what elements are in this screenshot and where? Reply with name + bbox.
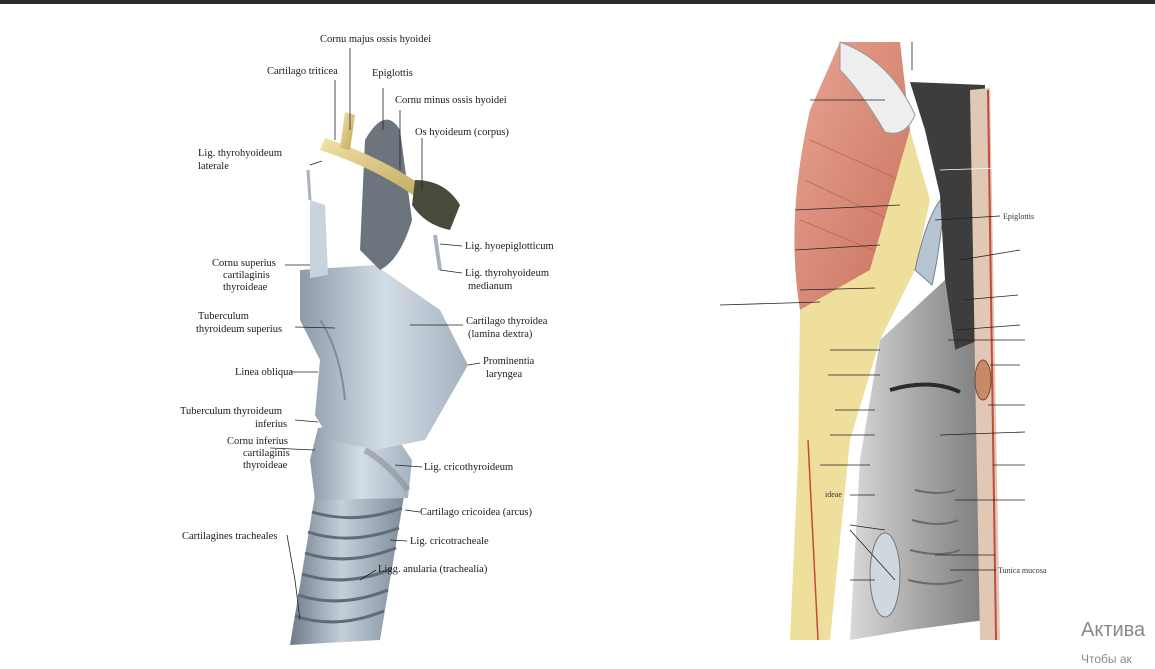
label-lig-thyrohyoideum-lateral-2: laterale	[198, 161, 229, 172]
label-cornu-majus: Cornu majus ossis hyoidei	[320, 34, 431, 45]
label-cornu-minus: Cornu minus ossis hyoidei	[395, 95, 507, 106]
label-tuberculum-inferius-2: inferius	[255, 419, 287, 430]
label-os-hyoideum: Os hyoideum (corpus)	[415, 127, 509, 138]
label-cornu-inferius: Cornu inferius	[227, 436, 288, 447]
label-cornu-inferius-3: thyroideae	[243, 460, 288, 471]
label-prominentia-2: laryngea	[486, 369, 522, 380]
top-dark-bar	[0, 0, 1155, 4]
label-prominentia: Prominentia	[483, 356, 535, 367]
epiglottis-shape	[360, 119, 412, 270]
tracheal-rings-interior	[907, 489, 963, 585]
lateral-ligament	[306, 169, 312, 201]
label-ideae: ideae	[825, 490, 842, 499]
label-lig-cricothyroideum: Lig. cricothyroideum	[424, 462, 513, 473]
thyroid-cartilage	[300, 200, 468, 450]
sagittal-leader-lines	[719, 42, 1026, 581]
label-lig-thyrohyoideum-medianum-2: medianum	[468, 281, 512, 292]
cartilage-section	[974, 359, 992, 401]
larynx-sagittal-svg: Epiglottis ideae Tunica mucosa	[719, 41, 1047, 641]
vessel-anterior	[807, 439, 819, 641]
label-lig-thyrohyoideum-lateral: Lig. thyrohyoideum	[198, 148, 282, 159]
label-lig-thyrohyoideum-medianum: Lig. thyrohyoideum	[465, 268, 549, 279]
label-tunica-mucosa: Tunica mucosa	[998, 566, 1047, 575]
label-lig-cricotracheale: Lig. cricotracheale	[410, 536, 489, 547]
hyoid-bone	[320, 112, 460, 230]
fat-tissue	[790, 130, 930, 640]
activation-watermark-subtitle: Чтобы ак	[1081, 652, 1132, 666]
label-lig-hyoepiglotticum: Lig. hyoepiglotticum	[465, 241, 554, 252]
label-epiglottis: Epiglottis	[372, 68, 413, 79]
label-epiglottis-right: Epiglottis	[1003, 212, 1034, 221]
label-cartilago-thyroidea-2: (lamina dextra)	[468, 329, 533, 340]
cricoid-section	[869, 532, 901, 618]
muscle-fibers	[799, 139, 901, 256]
label-ligg-anularia: Ligg. anularia (trachealia)	[378, 564, 488, 575]
median-ligament	[433, 234, 442, 271]
label-tuberculum-superius-2: thyroideum superius	[196, 324, 282, 335]
larynx-lateral-svg: Cornu majus ossis hyoidei Cartilago trit…	[180, 34, 554, 645]
larynx-labels: Cornu majus ossis hyoidei Cartilago trit…	[180, 34, 554, 575]
leader-lines	[269, 48, 481, 621]
hyoid-section	[839, 41, 916, 134]
label-cornu-superius: Cornu superius	[212, 258, 276, 269]
trachea	[290, 490, 405, 645]
label-cartilago-triticea: Cartilago triticea	[267, 66, 338, 77]
vocal-fold	[889, 382, 961, 394]
label-cornu-superius-2: cartilaginis	[223, 270, 270, 281]
larynx-lateral-illustration: Cornu majus ossis hyoidei Cartilago trit…	[150, 20, 620, 665]
label-cornu-inferius-2: cartilaginis	[243, 448, 290, 459]
activation-watermark-title: Актива	[1081, 619, 1146, 641]
label-tuberculum-superius: Tuberculum	[198, 311, 249, 322]
label-cartilagines-tracheales: Cartilagines tracheales	[182, 531, 277, 542]
label-cartilago-cricoidea: Cartilago cricoidea (arcus)	[420, 507, 532, 518]
pharynx-lumen	[910, 82, 985, 350]
label-tuberculum-inferius: Tuberculum thyroideum	[180, 406, 282, 417]
label-cornu-superius-3: thyroideae	[223, 282, 268, 293]
label-linea-obliqua: Linea obliqua	[235, 367, 293, 378]
larynx-sagittal-illustration: Epiglottis ideae Tunica mucosa	[700, 20, 1155, 665]
label-cartilago-thyroidea: Cartilago thyroidea	[466, 316, 548, 327]
